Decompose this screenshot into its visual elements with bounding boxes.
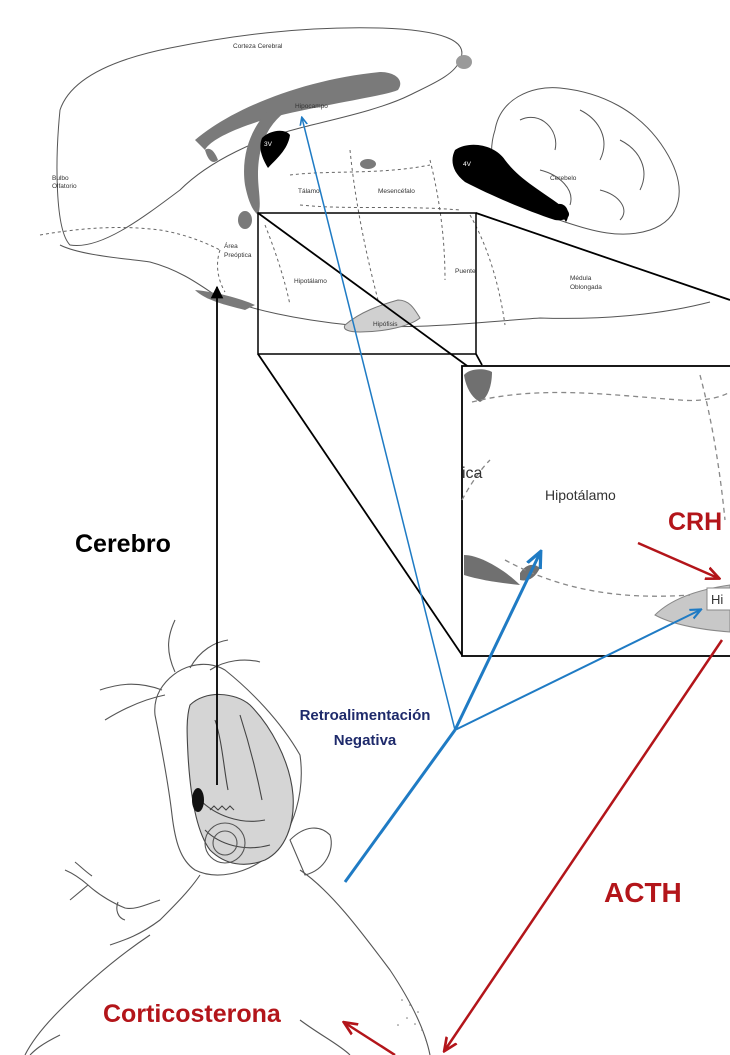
acth-arrow — [445, 640, 722, 1050]
label-crh: CRH — [668, 508, 722, 536]
zoom-label-hipotalamo: Hipotálamo — [545, 487, 616, 503]
label-acth: ACTH — [604, 877, 682, 908]
label-retro-2: Negativa — [334, 732, 397, 749]
rat-sketch — [25, 620, 430, 1055]
feedback-to-hippocampus — [302, 118, 455, 730]
label-bulbo-2: Olfatorio — [52, 183, 77, 190]
third-ventricle — [260, 131, 290, 168]
label-corteza: Corteza Cerebral — [233, 43, 283, 50]
label-retro-1: Retroalimentación — [300, 707, 431, 724]
label-bulbo-1: Bulbo — [52, 175, 69, 182]
brain-sagittal-section — [40, 28, 710, 332]
label-hipotalamo: Hipotálamo — [294, 278, 327, 285]
label-medula-1: Médula — [570, 275, 592, 282]
label-medula-2: Oblongada — [570, 284, 602, 291]
label-corticosterona: Corticosterona — [103, 1000, 282, 1028]
zoom-source-box — [258, 213, 476, 354]
cerebellum-outline — [492, 88, 680, 235]
label-area-1: Área — [224, 241, 238, 250]
label-talamo: Tálamo — [298, 188, 320, 195]
label-mesencefalo: Mesencéfalo — [378, 188, 415, 195]
label-puente: Puente — [455, 268, 476, 275]
label-cerebro: Cerebro — [75, 530, 171, 558]
feedback-main-line — [345, 730, 455, 882]
label-hipocampo: Hipocampo — [295, 103, 328, 110]
label-hipofisis: Hipófisis — [373, 321, 398, 328]
zoom-label-preoptica: ica — [462, 465, 483, 482]
zoom-label-hipofisis: Hi — [711, 592, 723, 607]
rat-brain — [187, 694, 293, 864]
label-cerebelo: Cerebelo — [550, 175, 577, 182]
label-3v: 3V — [264, 141, 273, 148]
label-4v: 4V — [463, 161, 472, 168]
corticosterona-arrow — [345, 1023, 395, 1055]
label-area-2: Preóptica — [224, 252, 252, 259]
